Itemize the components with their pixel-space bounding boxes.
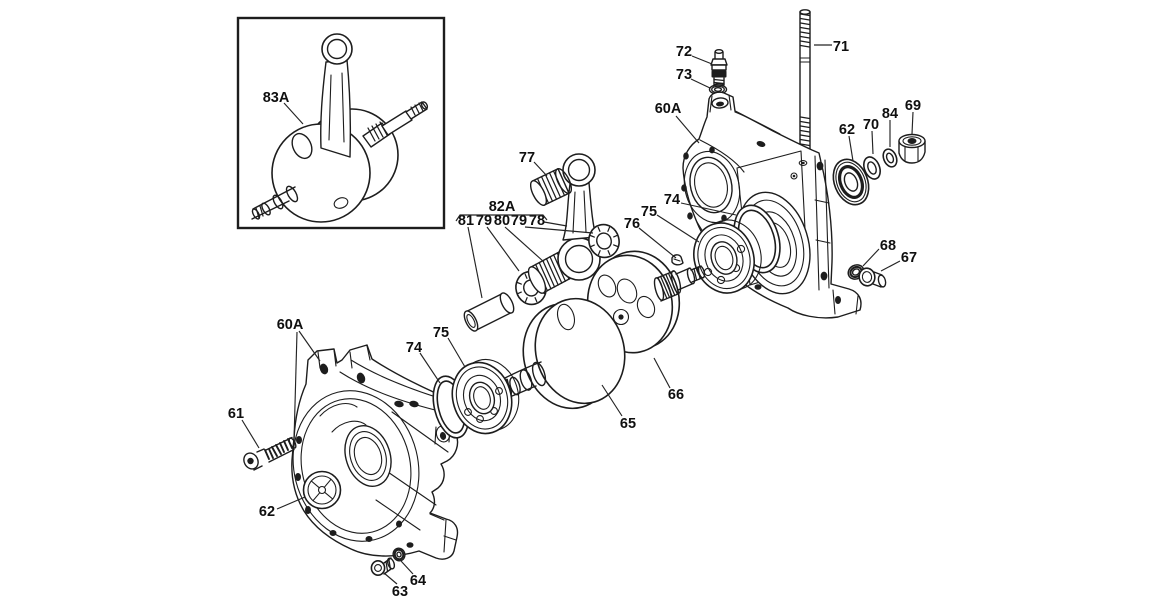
leader-line-68 [862, 248, 880, 267]
part-label-69: 69 [905, 98, 921, 114]
breather-nipple-72 [710, 49, 728, 89]
ball-bearing-75-left [451, 358, 520, 435]
right-crankcase-half [681, 91, 862, 319]
oil-seal-62-right [832, 158, 870, 206]
leader-line-60A-left [298, 330, 321, 362]
thrust-washer-79-right [588, 223, 620, 259]
inset-crankshaft-83a [236, 16, 446, 230]
part-label-64: 64 [410, 573, 426, 589]
part-label-74-left: 74 [406, 340, 422, 356]
leader-line-77 [533, 161, 548, 177]
part-label-60A-right: 60A [655, 101, 682, 117]
leader-line-70 [871, 130, 874, 155]
leader-line-75-right [656, 214, 700, 243]
crankpin-81 [463, 292, 515, 332]
part-label-67: 67 [901, 250, 917, 266]
leader-line-75-left [447, 337, 466, 368]
part-label-75-left: 75 [433, 325, 449, 341]
washer-84 [882, 148, 898, 168]
leader-line-73 [690, 78, 711, 89]
case-bolt-61 [243, 436, 297, 471]
part-label-82A: 82A [489, 199, 516, 215]
part-label-66: 66 [668, 387, 684, 403]
leader-line-62-right [848, 135, 854, 162]
drain-plug-67 [858, 267, 887, 288]
part-label-75-right: 75 [641, 204, 657, 220]
leader-line-62-left [276, 496, 306, 510]
part-label-73: 73 [676, 67, 692, 83]
leader-line-60A-right [675, 115, 700, 144]
part-label-62-right: 62 [839, 122, 855, 138]
part-label-74-right: 74 [664, 192, 680, 208]
leader-line-63 [383, 572, 398, 585]
part-label-81: 81 [458, 213, 474, 229]
part-label-78: 78 [529, 213, 545, 229]
group-bracket-82A [455, 214, 548, 222]
leader-line-64 [400, 560, 414, 575]
connecting-rod-78 [557, 153, 601, 281]
leader-line-61 [241, 419, 260, 449]
part-label-71: 71 [833, 39, 849, 55]
leader-line-69 [911, 111, 914, 135]
nipple-washer-73 [708, 84, 728, 95]
part-label-63: 63 [392, 584, 408, 600]
part-label-84: 84 [882, 106, 898, 122]
leader-line-79-right [524, 226, 594, 234]
part-label-68: 68 [880, 238, 896, 254]
left-crankcase-half [291, 344, 471, 560]
leader-line-80 [504, 226, 545, 263]
drain-plug-63 [370, 557, 396, 576]
small-end-bearing-77 [529, 168, 573, 206]
part-label-79-left: 79 [476, 213, 492, 229]
leader-line-81 [467, 226, 483, 299]
leader-line-65 [601, 384, 623, 417]
leader-line-79-left [486, 226, 520, 272]
part-label-61: 61 [228, 406, 244, 422]
leader-line-78 [543, 221, 568, 227]
part-label-77: 77 [519, 150, 535, 166]
leader-line-74-left [419, 352, 441, 384]
part-label-60A-left: 60A [277, 317, 304, 333]
leader-line-74-right [680, 202, 737, 216]
part-label-80: 80 [494, 213, 510, 229]
cylinder-stud-71 [799, 9, 811, 153]
crankshaft-assembly [495, 250, 706, 410]
leader-line-67 [880, 260, 901, 272]
part-label-79-right: 79 [511, 213, 527, 229]
part-label-83A: 83A [263, 90, 290, 106]
plug-washer-64 [392, 547, 406, 562]
leader-line-72 [691, 55, 713, 65]
washer-70 [863, 156, 881, 180]
part-label-62-left: 62 [259, 504, 275, 520]
part-label-70: 70 [863, 117, 879, 133]
flange-nut-69 [898, 133, 926, 164]
part-label-76: 76 [624, 216, 640, 232]
leader-line-60A-left [293, 331, 298, 442]
ball-bearing-75-right [693, 219, 762, 294]
leader-line-66 [653, 357, 671, 389]
part-label-72: 72 [676, 44, 692, 60]
leader-line-83A [283, 102, 304, 125]
part-label-65: 65 [620, 416, 636, 432]
leader-line-76 [638, 227, 677, 259]
